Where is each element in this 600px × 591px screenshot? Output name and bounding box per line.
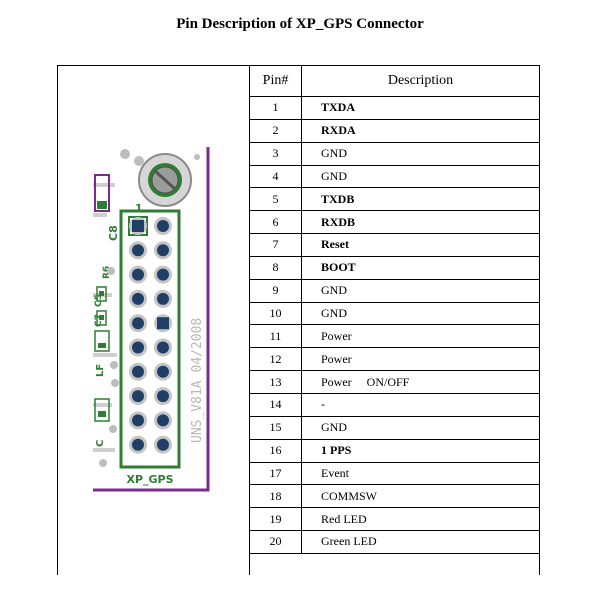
pin-description: GND [301, 415, 540, 440]
pad-hole [157, 341, 169, 354]
pad-hole [157, 414, 169, 427]
connector-pads [129, 217, 172, 454]
pin-description: Power [301, 324, 540, 349]
pin-description: GND [301, 301, 540, 326]
pin-number: 13 [249, 370, 302, 394]
pin-description: GND [301, 164, 540, 189]
label-lf: LF [95, 364, 106, 377]
pad-hole [132, 292, 144, 305]
pad-hole [157, 220, 169, 232]
pin-number: 20 [249, 530, 302, 554]
pin-number: 6 [249, 210, 302, 235]
table-row: 14- [249, 392, 540, 417]
pin-number: 16 [249, 438, 302, 463]
label-c: C [95, 440, 106, 447]
pad-hole [157, 268, 169, 281]
pad-hole [157, 438, 169, 451]
pin-description: GND [301, 141, 540, 166]
label-c8: C8 [107, 225, 120, 241]
pin-number: 14 [249, 392, 302, 417]
pin-description: GND [301, 278, 540, 303]
pad-hole [157, 292, 169, 305]
page-title: Pin Description of XP_GPS Connector [176, 16, 424, 32]
pin-description: Power ON/OFF [301, 370, 540, 394]
connector-label: XP_GPS [126, 473, 173, 486]
pad-hole [132, 317, 144, 330]
pin-number: 1 [249, 96, 302, 120]
pin-number: 5 [249, 187, 302, 212]
pin-description: Power [301, 347, 540, 372]
pin-description: BOOT [301, 255, 540, 280]
pin-number: 10 [249, 301, 302, 326]
board-revision-text: UNS_V81A 04/2008 [190, 318, 205, 443]
pin-number: 15 [249, 415, 302, 440]
pad-hole [132, 244, 144, 257]
board-image: 1 XP_GPS UNS_V81A 04/2008 C8 R6 C5 C7 LF… [57, 65, 249, 575]
pad-hole [157, 390, 169, 403]
pin-description: Event [301, 461, 540, 486]
pcb-illustration: 1 XP_GPS UNS_V81A 04/2008 C8 R6 C5 C7 LF… [93, 145, 210, 495]
pin-number: 19 [249, 507, 302, 532]
pin-number: 12 [249, 347, 302, 372]
label-r6: R6 [102, 266, 112, 279]
pin1-label: 1 [135, 202, 143, 215]
pin-number: 11 [249, 324, 302, 349]
pad-hole [132, 268, 144, 281]
pin-number: 8 [249, 255, 302, 280]
pin-number: 3 [249, 141, 302, 166]
pin-description: Green LED [301, 530, 540, 554]
pin-description: RXDB [301, 210, 540, 235]
label-c7: C7 [94, 314, 104, 327]
pin-number: 9 [249, 278, 302, 303]
header-pin: Pin# [249, 65, 302, 97]
pin-number: 4 [249, 164, 302, 189]
pin-description: TXDB [301, 187, 540, 212]
header-description: Description [301, 65, 540, 97]
pad-square [157, 317, 169, 330]
pin-description: Red LED [301, 507, 540, 532]
pin-description: Reset [301, 233, 540, 257]
pad-hole [132, 414, 144, 427]
pin-number: 17 [249, 461, 302, 486]
pin-description: TXDA [301, 96, 540, 120]
pad-hole [132, 341, 144, 354]
pad-hole [157, 244, 169, 257]
pin-description: RXDA [301, 118, 540, 143]
pin-description: - [301, 392, 540, 417]
pin-number: 2 [249, 118, 302, 143]
pin-number: 18 [249, 484, 302, 509]
pad-hole [132, 365, 144, 378]
pad-hole [157, 365, 169, 378]
pin-description: 1 PPS [301, 438, 540, 463]
pad-hole [132, 390, 144, 403]
pin-description: COMMSW [301, 484, 540, 509]
pad-square [132, 220, 144, 232]
pin-number: 7 [249, 233, 302, 257]
pad-hole [132, 438, 144, 451]
table-header-row: Pin# Description [249, 65, 540, 97]
